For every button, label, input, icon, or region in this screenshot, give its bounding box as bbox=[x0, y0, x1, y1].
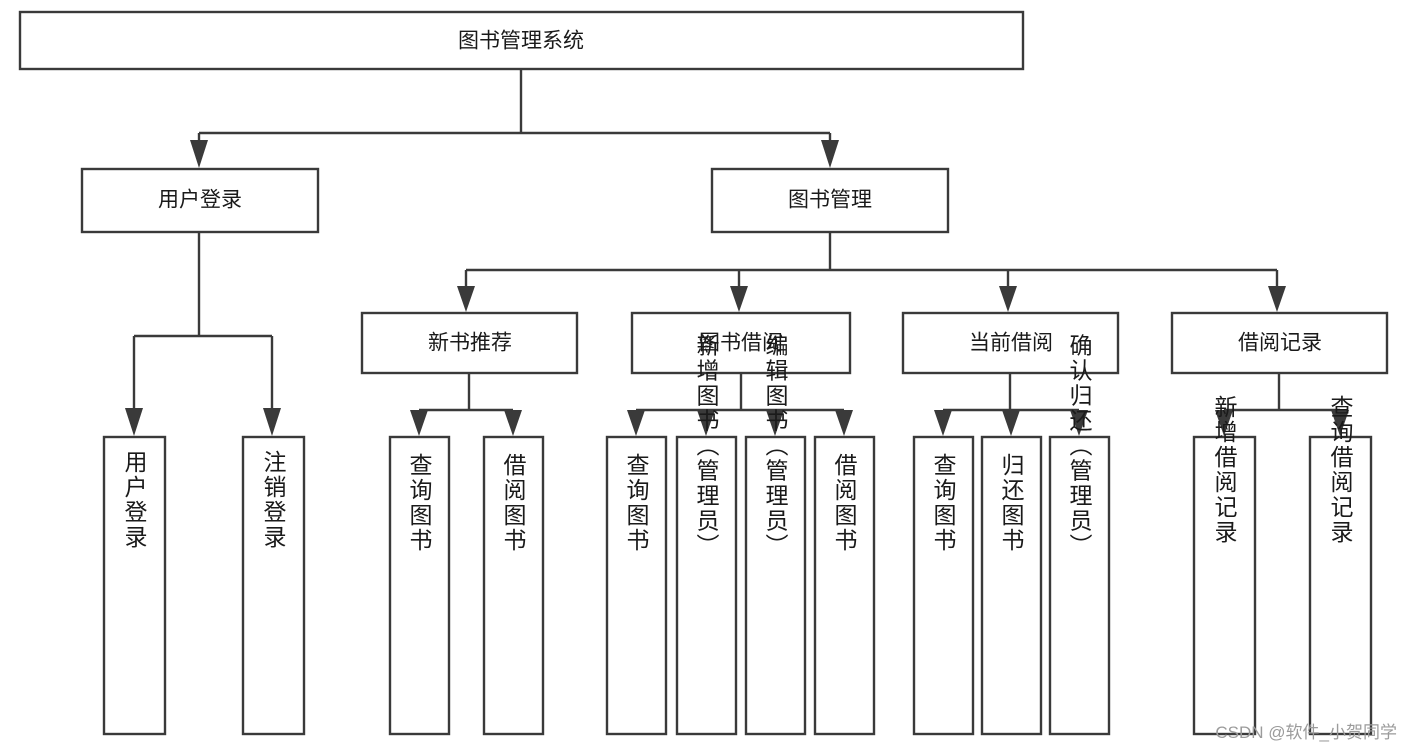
leaf-current-borrow-3-label: 确认归还（管理员） bbox=[1066, 334, 1093, 559]
leaf-node-new-book-2[interactable]: 借阅图书 bbox=[482, 435, 545, 736]
node-book-borrow[interactable]: 图书借阅 bbox=[630, 311, 852, 375]
leaf-node-current-borrow-2[interactable]: 归还图书 bbox=[980, 435, 1043, 736]
leaf-user-login-1-box[interactable] bbox=[102, 435, 167, 736]
connector-group-current-borrow bbox=[934, 373, 1088, 436]
arrow-book-borrow-leaf-3-icon bbox=[766, 410, 784, 436]
leaf-book-borrow-2-label: 新增图书（管理员） bbox=[693, 334, 720, 559]
leaf-book-borrow-4-label: 借阅图书 bbox=[831, 453, 858, 553]
node-book-management-label: 图书管理 bbox=[788, 189, 872, 212]
leaf-node-book-borrow-3[interactable]: 编辑图书（管理员） bbox=[744, 334, 807, 736]
leaf-new-book-2-label: 借阅图书 bbox=[500, 453, 527, 553]
connector-group-root bbox=[190, 69, 839, 168]
connector-group-book-mgmt bbox=[457, 232, 1286, 312]
node-current-borrow-label: 当前借阅 bbox=[969, 332, 1053, 355]
arrow-user-login-leaf-1-icon bbox=[125, 408, 143, 436]
leaf-new-book-1-box[interactable] bbox=[388, 435, 451, 736]
leaf-user-login-2-label: 注销登录 bbox=[260, 450, 287, 550]
arrow-book-mgmt-child-4-icon bbox=[1268, 286, 1286, 312]
arrow-current-borrow-leaf-3-icon bbox=[1070, 410, 1088, 436]
arrow-book-mgmt-child-3-icon bbox=[999, 286, 1017, 312]
leaf-current-borrow-1-label: 查询图书 bbox=[930, 453, 957, 553]
arrow-borrow-record-leaf-2-icon bbox=[1331, 410, 1349, 436]
node-root-box[interactable] bbox=[18, 10, 1025, 71]
node-user-login-box[interactable] bbox=[80, 167, 320, 234]
leaf-node-borrow-record-2[interactable]: 查询借阅记录 bbox=[1308, 395, 1373, 736]
leaf-borrow-record-2-label: 查询借阅记录 bbox=[1327, 395, 1354, 545]
node-borrow-record[interactable]: 借阅记录 bbox=[1170, 311, 1389, 375]
connector-group-user-login bbox=[125, 232, 281, 436]
arrow-current-borrow-leaf-1-icon bbox=[934, 410, 952, 436]
arrow-book-borrow-leaf-2-icon bbox=[697, 410, 715, 436]
leaf-node-borrow-record-1[interactable]: 新增借阅记录 bbox=[1192, 395, 1257, 736]
node-book-management[interactable]: 图书管理 bbox=[710, 167, 950, 234]
leaf-user-login-2-box[interactable] bbox=[241, 435, 306, 736]
leaf-node-user-login-2[interactable]: 注销登录 bbox=[241, 435, 306, 736]
leaf-borrow-record-2-box[interactable] bbox=[1308, 435, 1373, 736]
leaf-user-login-1-label: 用户登录 bbox=[121, 450, 148, 550]
leaf-book-borrow-4-box[interactable] bbox=[813, 435, 876, 736]
node-new-book-recommend-label: 新书推荐 bbox=[428, 332, 512, 355]
arrow-borrow-record-leaf-1-icon bbox=[1215, 410, 1233, 436]
connector-group-new-book bbox=[410, 373, 522, 436]
arrow-user-login-leaf-2-icon bbox=[263, 408, 281, 436]
node-new-book-recommend-box[interactable] bbox=[360, 311, 579, 375]
leaf-book-borrow-3-label: 编辑图书（管理员） bbox=[762, 334, 789, 559]
leaf-new-book-1-label: 查询图书 bbox=[406, 453, 433, 553]
node-book-borrow-box[interactable] bbox=[630, 311, 852, 375]
node-root[interactable]: 图书管理系统 bbox=[18, 10, 1025, 71]
arrow-new-book-leaf-1-icon bbox=[410, 410, 428, 436]
leaf-book-borrow-3-box[interactable] bbox=[744, 435, 807, 736]
arrow-book-mgmt-child-2-icon bbox=[730, 286, 748, 312]
node-borrow-record-box[interactable] bbox=[1170, 311, 1389, 375]
arrow-current-borrow-leaf-2-icon bbox=[1002, 410, 1020, 436]
connector-group-borrow-record bbox=[1215, 373, 1349, 436]
leaf-node-user-login-1[interactable]: 用户登录 bbox=[102, 435, 167, 736]
node-new-book-recommend[interactable]: 新书推荐 bbox=[360, 311, 579, 375]
arrow-book-borrow-leaf-1-icon bbox=[627, 410, 645, 436]
node-borrow-record-label: 借阅记录 bbox=[1238, 332, 1322, 355]
leaf-node-new-book-1[interactable]: 查询图书 bbox=[388, 435, 451, 736]
leaf-node-current-borrow-1[interactable]: 查询图书 bbox=[912, 435, 975, 736]
node-book-borrow-label: 图书借阅 bbox=[699, 332, 783, 355]
leaf-new-book-2-box[interactable] bbox=[482, 435, 545, 736]
arrow-new-book-leaf-2-icon bbox=[504, 410, 522, 436]
arrow-root-to-book-mgmt-icon bbox=[821, 140, 839, 168]
leaf-book-borrow-1-label: 查询图书 bbox=[623, 453, 650, 553]
node-user-login-label: 用户登录 bbox=[158, 189, 242, 212]
leaf-current-borrow-3-box[interactable] bbox=[1048, 435, 1111, 736]
leaf-borrow-record-1-box[interactable] bbox=[1192, 435, 1257, 736]
leaf-node-book-borrow-2[interactable]: 新增图书（管理员） bbox=[675, 334, 738, 736]
leaf-node-current-borrow-3[interactable]: 确认归还（管理员） bbox=[1048, 334, 1111, 736]
connector-group-book-borrow bbox=[627, 373, 853, 436]
leaf-book-borrow-2-box[interactable] bbox=[675, 435, 738, 736]
leaf-current-borrow-2-box[interactable] bbox=[980, 435, 1043, 736]
node-current-borrow-box[interactable] bbox=[901, 311, 1120, 375]
leaf-current-borrow-1-box[interactable] bbox=[912, 435, 975, 736]
arrow-book-mgmt-child-1-icon bbox=[457, 286, 475, 312]
node-user-login[interactable]: 用户登录 bbox=[80, 167, 320, 234]
leaf-current-borrow-2-label: 归还图书 bbox=[998, 453, 1025, 553]
node-current-borrow[interactable]: 当前借阅 bbox=[901, 311, 1120, 375]
node-book-management-box[interactable] bbox=[710, 167, 950, 234]
arrow-root-to-user-login-icon bbox=[190, 140, 208, 168]
leaf-book-borrow-1-box[interactable] bbox=[605, 435, 668, 736]
leaf-borrow-record-1-label: 新增借阅记录 bbox=[1211, 395, 1238, 545]
leaf-node-book-borrow-1[interactable]: 查询图书 bbox=[605, 435, 668, 736]
node-root-label: 图书管理系统 bbox=[458, 30, 584, 53]
leaf-node-book-borrow-4[interactable]: 借阅图书 bbox=[813, 435, 876, 736]
arrow-book-borrow-leaf-4-icon bbox=[835, 410, 853, 436]
